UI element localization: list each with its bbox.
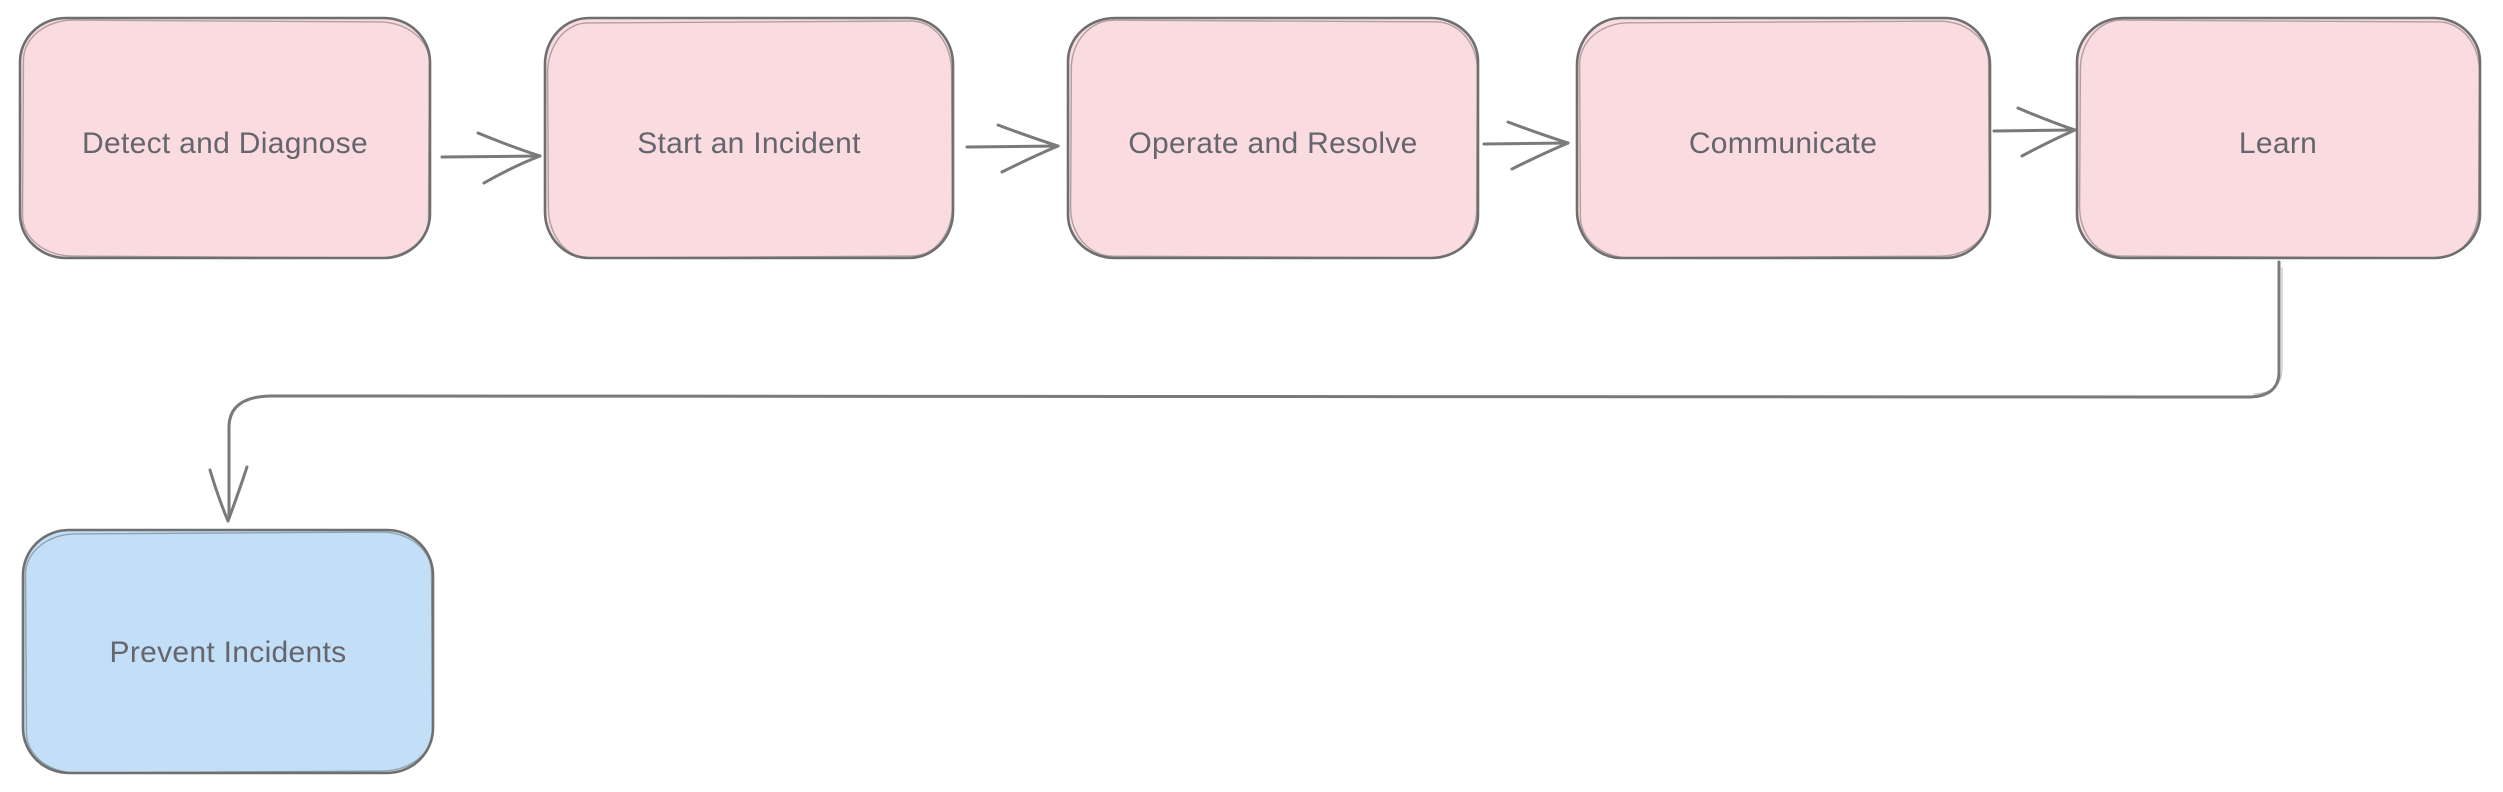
arrow-shaft — [1992, 128, 2077, 133]
arrow-head-upper — [476, 131, 542, 158]
node-start-an-incident[interactable]: Start an Incident — [543, 16, 955, 260]
arrow-learn-to-prevent[interactable] — [208, 260, 2283, 523]
node-box[interactable] — [21, 528, 435, 775]
node-learn[interactable]: Learn — [2075, 16, 2482, 260]
node-label: Prevent Incidents — [110, 636, 347, 669]
arrow-shaft — [440, 154, 542, 159]
node-label: Start an Incident — [637, 127, 861, 160]
sketch-outline — [546, 20, 954, 259]
sketch-outline — [1578, 20, 1991, 259]
arrow-shaft — [965, 144, 1060, 149]
arrow-head-lower — [1000, 144, 1060, 174]
connector-ghost — [2253, 267, 2283, 395]
sketch-outline — [1069, 19, 1479, 259]
arrow-head-upper — [996, 123, 1060, 148]
arrow-head-upper — [2016, 106, 2077, 132]
node-label: Learn — [2239, 127, 2317, 160]
node-box[interactable] — [18, 16, 432, 260]
arrow-start-to-operate[interactable] — [965, 123, 1060, 174]
arrow-head-upper — [1506, 120, 1570, 145]
node-label: Communicate — [1689, 127, 1877, 160]
arrow-detect-to-start[interactable] — [440, 131, 542, 185]
node-detect-and-diagnose[interactable]: Detect and Diagnose — [18, 16, 432, 260]
node-prevent-incidents[interactable]: Prevent Incidents — [21, 528, 435, 775]
arrow-head-right — [226, 465, 249, 523]
node-label: Operate and Resolve — [1128, 127, 1417, 160]
connector-path — [227, 260, 2281, 518]
arrow-communicate-to-learn[interactable] — [1992, 106, 2077, 158]
sketch-outline — [24, 531, 434, 774]
node-operate-and-resolve[interactable]: Operate and Resolve — [1066, 16, 1480, 260]
arrow-head-left — [208, 468, 230, 523]
node-box[interactable] — [1575, 16, 1992, 260]
sketch-outline — [21, 19, 431, 259]
arrow-head-lower — [2020, 128, 2077, 158]
arrow-operate-to-communicate[interactable] — [1482, 120, 1570, 171]
node-box[interactable] — [2075, 16, 2482, 260]
arrow-head-lower — [1510, 141, 1570, 171]
arrow-shaft — [1482, 141, 1570, 146]
node-box[interactable] — [543, 16, 955, 260]
sketch-outline — [2078, 19, 2481, 259]
node-label: Detect and Diagnose — [82, 127, 368, 160]
arrow-head-lower — [482, 154, 542, 185]
node-box[interactable] — [1066, 16, 1480, 260]
node-communicate[interactable]: Communicate — [1575, 16, 1992, 260]
